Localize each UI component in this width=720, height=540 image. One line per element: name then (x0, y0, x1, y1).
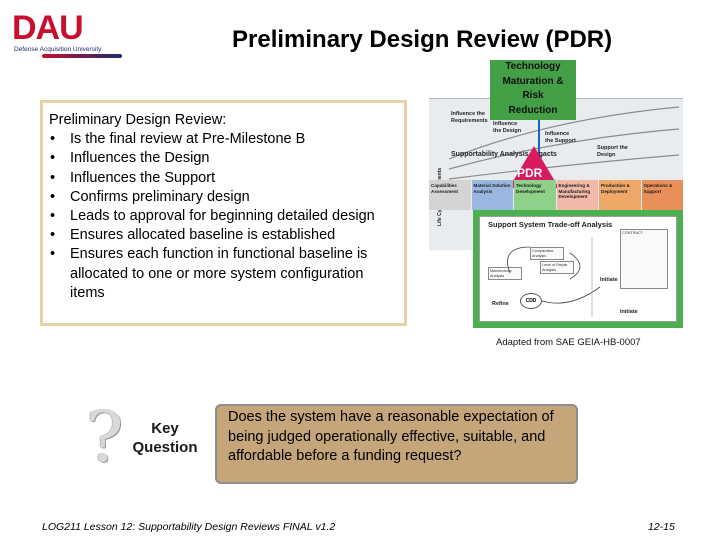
dau-logo: DAU Defense Acquisition University (12, 9, 132, 58)
pdr-triangle-icon (509, 146, 559, 188)
phase-technology-development: Technology Development (514, 180, 556, 210)
phase-production-deployment: Production & Deployment (599, 180, 641, 210)
initiate-label-1: Initiate (600, 277, 618, 283)
technology-maturation-highlight (490, 60, 576, 120)
logo-subtitle: Defense Acquisition University (14, 46, 102, 53)
acquisition-lifecycle-diagram: Life Cycle Requirements Influence the Re… (425, 60, 685, 328)
phase-row: Capabilities Assessment Material Solutio… (429, 180, 683, 210)
support-system-title: Support System Trade-off Analysis (488, 220, 613, 229)
bullet-item: Ensures allocated baseline is establishe… (49, 226, 396, 245)
initiate-label-2: Initiate (620, 309, 638, 315)
slide-title: Preliminary Design Review (PDR) (232, 26, 613, 53)
logo-swoosh (42, 54, 122, 58)
contract-document: CONTRACT (620, 229, 668, 289)
trade-off-arrows (507, 237, 601, 317)
bullet-item: Confirms preliminary design (49, 188, 396, 207)
key-question-graphic: ? Key Question (86, 397, 211, 483)
level-of-repair-box: Level of Repair Analysis (540, 261, 574, 274)
cdd-node: CDD (520, 293, 542, 309)
comparative-analysis-box: Comparative Analysis (530, 247, 564, 260)
logo-wordmark: DAU (12, 9, 84, 47)
pdr-description-heading: Preliminary Design Review: (49, 112, 227, 128)
bullet-item: Is the final review at Pre-Milestone B (49, 130, 396, 149)
question-mark-icon: ? (86, 396, 124, 478)
phase-capabilities-assessment: Capabilities Assessment (429, 180, 471, 210)
technology-maturation-label: Technology Maturation & Risk Reduction (502, 61, 564, 116)
diagram-attribution: Adapted from SAE GEIA-HB-0007 (496, 337, 641, 348)
key-question-label: Key Question (120, 419, 210, 457)
footer-page-number: 12-15 (648, 521, 675, 533)
influence-support-label: Influence the Support (545, 131, 576, 144)
support-system-panel: Support System Trade-off Analysis Compar… (473, 210, 683, 328)
footer-course-label: LOG211 Lesson 12: Supportability Design … (42, 521, 336, 533)
supportability-analysis-label: Supportability Analysis Impacts (451, 151, 557, 158)
pdr-description-box: Preliminary Design Review: Is the final … (40, 100, 407, 326)
pdr-bullet-list: Is the final review at Pre-Milestone B I… (49, 130, 396, 303)
phase-engineering-manufacturing: Engineering & Manufacturing Development (556, 180, 598, 210)
bullet-item: Ensures each function in functional base… (49, 245, 396, 303)
influence-requirements-label: Influence the Requirements (451, 111, 488, 124)
support-system-inner: Support System Trade-off Analysis Compar… (479, 216, 677, 322)
pdr-milestone-label: PDR (517, 166, 543, 180)
bullet-item: Influences the Support (49, 169, 396, 188)
support-design-label: Support the Design (597, 145, 628, 158)
key-question-box: Does the system have a reasonable expect… (215, 404, 578, 484)
refine-label: Refine (492, 301, 509, 307)
phase-operations-support: Operations & Support (641, 180, 683, 210)
phase-material-solution-analysis: Material Solution Analysis (471, 180, 513, 210)
influence-curves (448, 106, 680, 180)
maintenance-analysis-box: Maintenance Analysis (488, 267, 522, 280)
influence-design-label: Influence the Design (493, 121, 522, 134)
bullet-item: Influences the Design (49, 149, 396, 168)
bullet-item: Leads to approval for beginning detailed… (49, 207, 396, 226)
key-question-line1: Key (151, 420, 179, 437)
key-question-line2: Question (132, 439, 198, 456)
